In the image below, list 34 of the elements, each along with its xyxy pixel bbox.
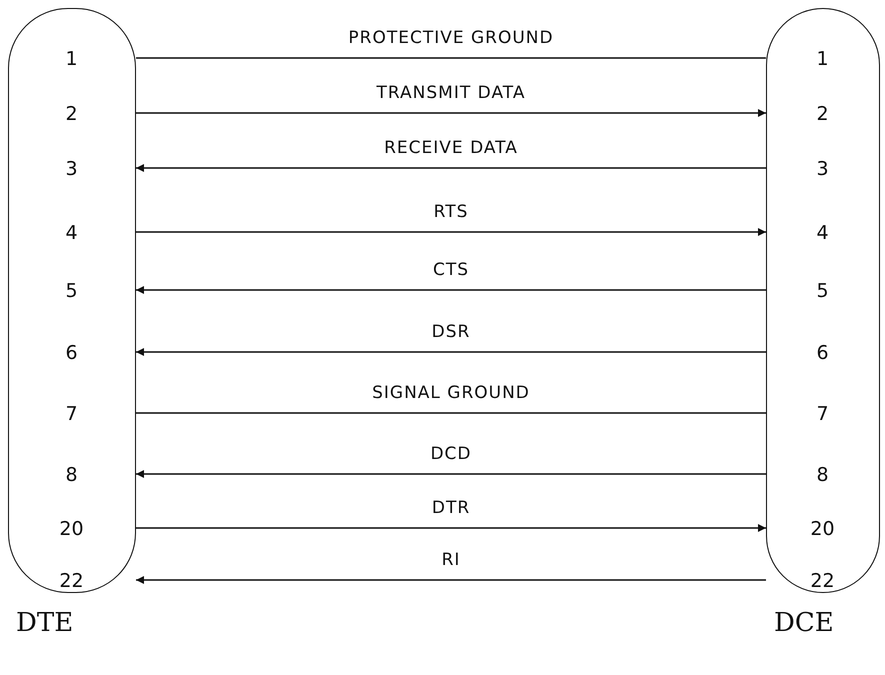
pin-number: 20 (810, 518, 835, 540)
pin-number: 8 (65, 464, 78, 486)
pin-number: 3 (816, 158, 829, 180)
signal-arrow (136, 470, 766, 478)
pin-number: 20 (59, 518, 84, 540)
pin-number: 22 (59, 570, 84, 592)
signal-line (136, 57, 766, 59)
pin-number: 22 (810, 570, 835, 592)
signal-line (136, 412, 766, 414)
pin-number: 5 (65, 280, 78, 302)
pin-number: 7 (816, 403, 829, 425)
pin-number: 1 (65, 48, 78, 70)
pin-number: 3 (65, 158, 78, 180)
connector-outline (8, 8, 136, 593)
pin-number: 6 (65, 342, 78, 364)
signal-arrow (136, 164, 766, 172)
pin-number: 4 (65, 222, 78, 244)
signal-arrow (136, 348, 766, 356)
signal-arrow (136, 286, 766, 294)
signal-arrow (136, 576, 766, 584)
pin-number: 4 (816, 222, 829, 244)
pin-number: 5 (816, 280, 829, 302)
pin-number: 7 (65, 403, 78, 425)
pin-number: 6 (816, 342, 829, 364)
pin-number: 8 (816, 464, 829, 486)
connector-label: DCE (774, 608, 834, 638)
signal-arrow (136, 524, 766, 532)
pin-number: 2 (65, 103, 78, 125)
connector-label: DTE (16, 608, 74, 638)
connector-outline (766, 8, 880, 593)
pin-number: 1 (816, 48, 829, 70)
pin-number: 2 (816, 103, 829, 125)
signal-arrow (136, 228, 766, 236)
signal-arrow (136, 109, 766, 117)
